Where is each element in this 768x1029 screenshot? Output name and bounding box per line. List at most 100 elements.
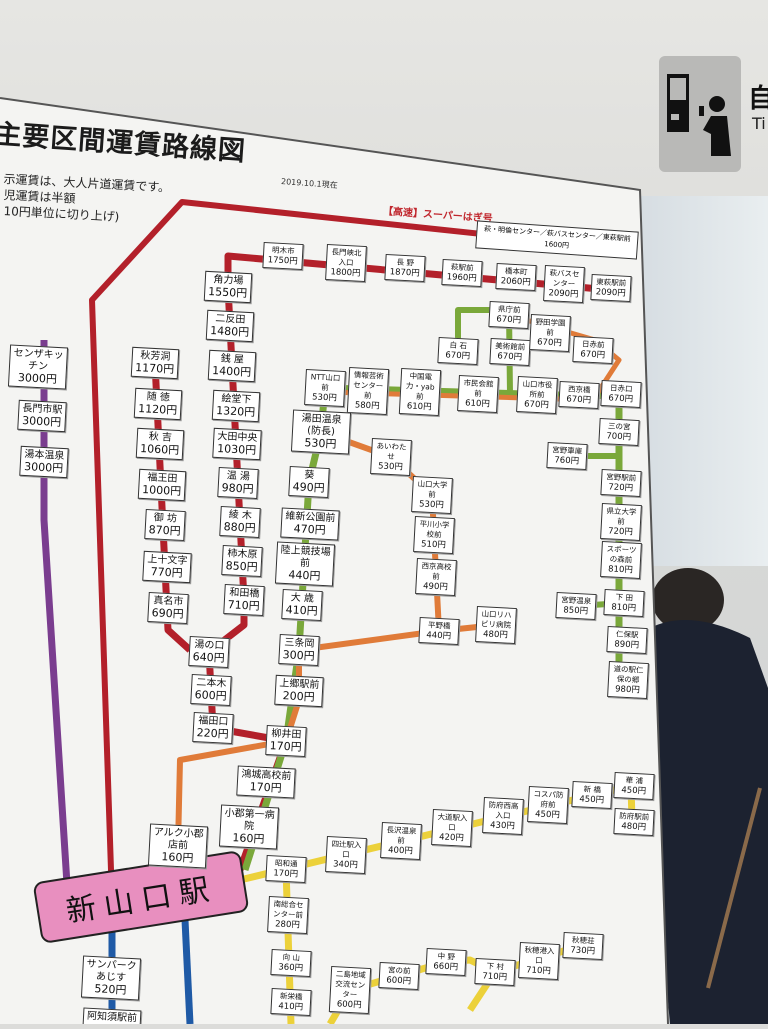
stop-fare: 360円 xyxy=(278,962,304,974)
stop-fare: 980円 xyxy=(221,481,255,496)
stop-fare: 160円 xyxy=(161,850,194,865)
stop-name: スポーツの森前 xyxy=(606,544,637,565)
stop-fare: 1030円 xyxy=(216,441,257,458)
stop-fare: 660円 xyxy=(433,961,459,973)
stop-fare: 760円 xyxy=(554,455,580,467)
stop-fare: 440円 xyxy=(288,568,321,583)
stop-name: 西京高校前 xyxy=(421,561,452,582)
stop-name: 県立大学前 xyxy=(606,506,637,527)
stop-name: 山口リハビリ病院 xyxy=(480,609,512,630)
stop-fare: 640円 xyxy=(192,650,226,665)
stop-fare: 410円 xyxy=(278,1001,304,1013)
stop-fare: 440円 xyxy=(426,630,452,642)
stop-fare: 2090円 xyxy=(548,288,579,300)
stop-name: 長沢温泉前 xyxy=(386,825,417,846)
stop-fare: 520円 xyxy=(94,982,127,997)
stop-fare: 720円 xyxy=(608,482,634,494)
stop-fare: 710円 xyxy=(227,598,261,613)
stop-name: 陸上競技場前 xyxy=(280,544,331,570)
stop-name: 山口大学前 xyxy=(417,479,448,500)
stop-fare: 1170円 xyxy=(134,360,175,377)
stop-fare: 160円 xyxy=(232,831,265,846)
ticket-machine-icon xyxy=(667,74,731,156)
stop-fare: 670円 xyxy=(580,349,606,361)
stop-fare: 1800円 xyxy=(330,267,361,279)
stop-fare: 1000円 xyxy=(141,482,182,499)
stop-fare: 670円 xyxy=(445,350,471,362)
stop-fare: 1550円 xyxy=(207,284,248,301)
stop-fare: 1480円 xyxy=(209,323,250,340)
stop-name: 中国電力・yab前 xyxy=(405,371,435,402)
stop-fare: 480円 xyxy=(621,821,647,833)
stop-fare: 490円 xyxy=(422,581,449,593)
stop-fare: 530円 xyxy=(377,461,404,473)
stop-fare: 670円 xyxy=(497,351,523,363)
stop-fare: 2060円 xyxy=(500,276,532,288)
stop-fare: 480円 xyxy=(482,629,509,641)
stop-fare: 2090円 xyxy=(595,287,627,299)
stop-name: 小郡第一病院 xyxy=(224,807,275,833)
stop-fare: 580円 xyxy=(354,400,380,412)
stop-fare: 450円 xyxy=(534,809,561,821)
stop-fare: 670円 xyxy=(523,399,550,411)
stop-name: サンパークあじす xyxy=(86,958,137,984)
stop-fare: 600円 xyxy=(386,975,412,987)
stop-name: アルク小郡店前 xyxy=(153,826,204,852)
stop-fare: 170円 xyxy=(273,868,299,880)
stop-fare: 690円 xyxy=(151,606,185,621)
stop-fare: 220円 xyxy=(196,726,230,741)
stop-fare: 3000円 xyxy=(21,413,62,430)
stop-fare: 850円 xyxy=(563,605,589,617)
stop-fare: 450円 xyxy=(621,785,647,797)
stop-name: 市民会館前 xyxy=(463,378,494,399)
stop-fare: 890円 xyxy=(614,639,640,651)
sign-text: 自 xyxy=(748,84,768,114)
ticket-machine-sign xyxy=(659,56,741,172)
stop-fare: 670円 xyxy=(566,394,592,406)
stop-fare: 510円 xyxy=(420,539,447,551)
